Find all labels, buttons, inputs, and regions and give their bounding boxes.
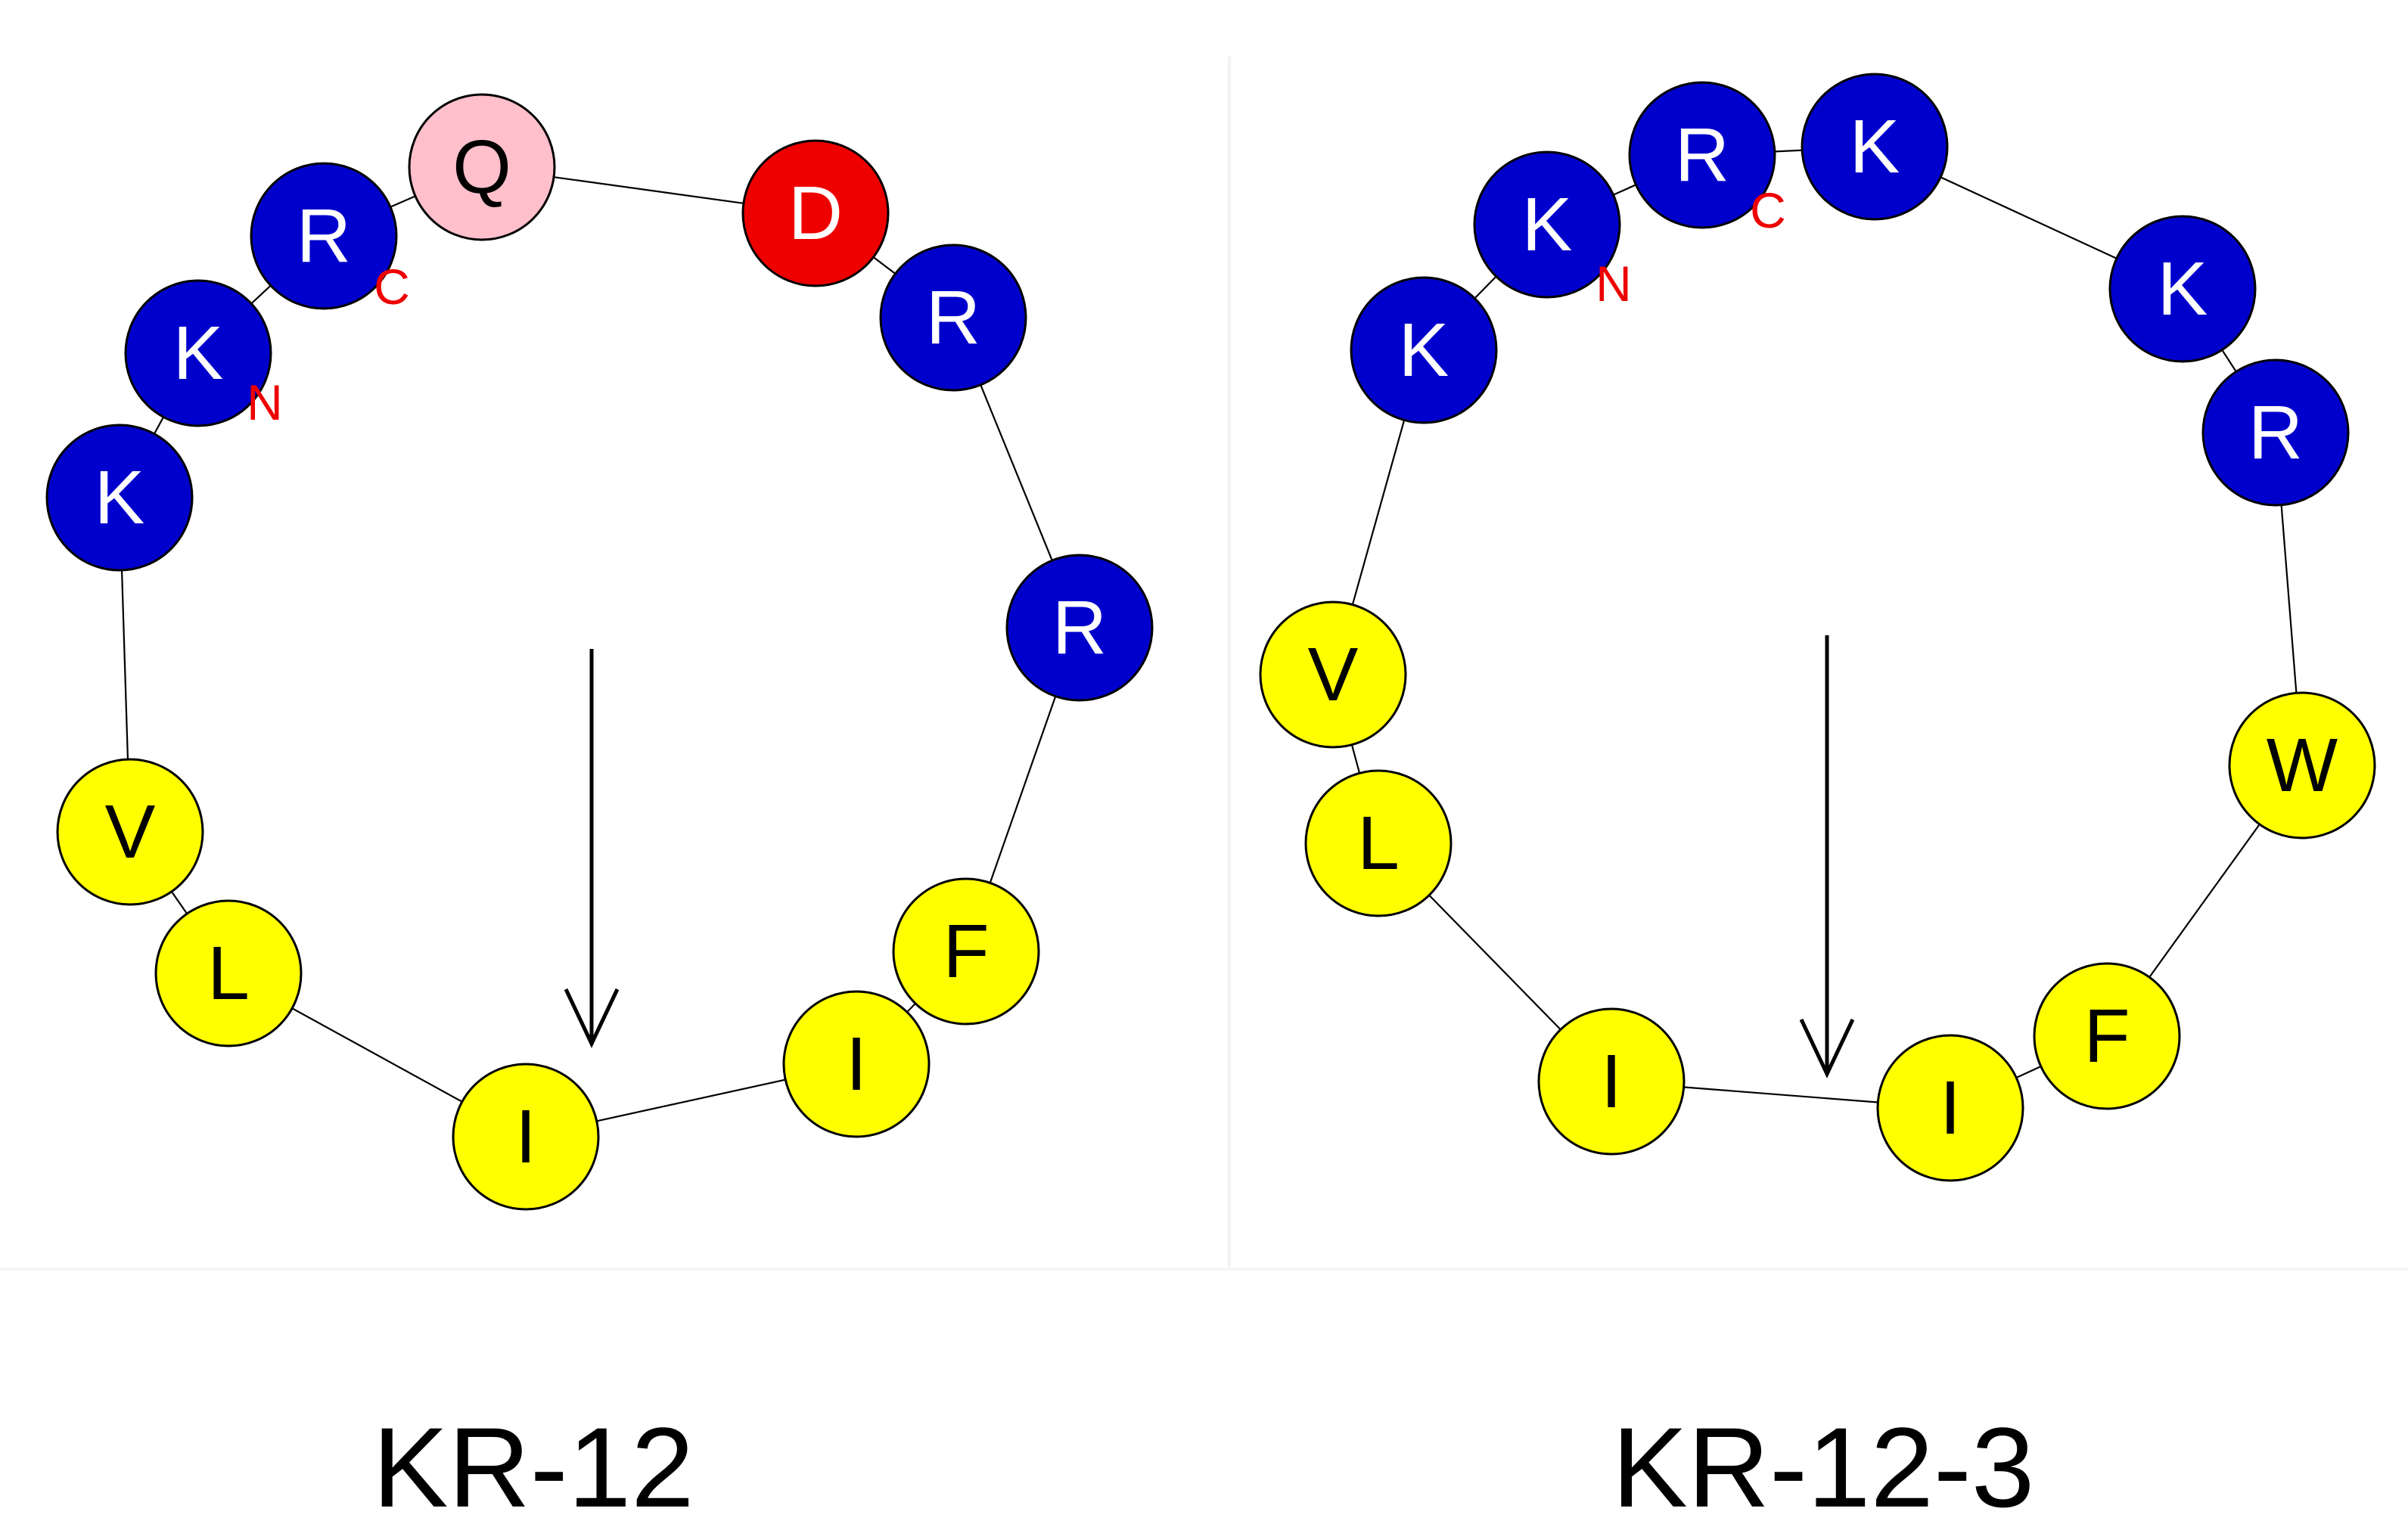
- residue-circle: [250, 162, 398, 310]
- residue-letter: W: [2267, 723, 2338, 808]
- residue-circle: [1304, 769, 1453, 917]
- residue-circle: [782, 990, 931, 1138]
- residue-node: L: [154, 899, 303, 1047]
- residue-letter: D: [788, 171, 843, 256]
- residue-letter: F: [943, 909, 989, 994]
- residue-letter: L: [1357, 801, 1400, 886]
- residue-letter: K: [1850, 104, 1900, 189]
- residue-node: Q: [408, 93, 556, 241]
- residue-letter: R: [2248, 390, 2303, 475]
- residue-letter: L: [207, 931, 250, 1016]
- residue-circle: [879, 244, 1027, 392]
- residue-letter: Q: [452, 125, 511, 209]
- residue-node: K: [1801, 73, 1949, 221]
- residue-node: K: [2108, 215, 2257, 363]
- residue-circle: [56, 758, 204, 906]
- residue-circle: [2201, 358, 2350, 507]
- residue-node: K: [124, 279, 272, 427]
- residue-letter: K: [1399, 308, 1449, 393]
- residue-circle: [45, 424, 194, 572]
- residue-letter: R: [1052, 585, 1107, 670]
- residue-letter: I: [1601, 1039, 1622, 1124]
- c-terminus-marker: C: [1750, 182, 1786, 238]
- residue-circle: [741, 139, 890, 287]
- residue-node: I: [782, 990, 931, 1138]
- residue-letter: R: [1675, 113, 1729, 197]
- residue-circle: [154, 899, 303, 1047]
- residue-circle: [1876, 1034, 2024, 1182]
- residue-circle: [1005, 554, 1154, 702]
- residue-circle: [1350, 276, 1498, 424]
- residue-node: R: [2201, 358, 2350, 507]
- residue-node: K: [1473, 151, 1621, 299]
- residue-node: K: [1350, 276, 1498, 424]
- residue-circle: [1628, 81, 1776, 229]
- wheel-label-kr12: KR-12: [372, 1404, 694, 1531]
- residue-letter: K: [1522, 182, 1573, 267]
- residue-letter: I: [846, 1022, 867, 1106]
- residue-letter: K: [173, 311, 224, 396]
- residue-circle: [408, 93, 556, 241]
- c-terminus-marker: C: [374, 259, 410, 315]
- residue-circle: [2108, 215, 2257, 363]
- residue-node: R: [879, 244, 1027, 392]
- hydrophobic-moment-arrow: [564, 649, 620, 1048]
- residue-circle: [892, 877, 1040, 1026]
- residue-letter: R: [297, 194, 351, 278]
- residue-circle: [452, 1063, 600, 1211]
- residue-node: R: [1628, 81, 1776, 229]
- residue-circle: [1473, 151, 1621, 299]
- residue-letter: I: [1940, 1066, 1961, 1150]
- residue-node: L: [1304, 769, 1453, 917]
- residue-node: V: [1259, 600, 1407, 749]
- residue-circle: [1259, 600, 1407, 749]
- residue-circle: [2033, 962, 2181, 1110]
- residue-node: K: [45, 424, 194, 572]
- residue-circle: [1801, 73, 1949, 221]
- n-terminus-marker: N: [1595, 256, 1632, 312]
- residue-circle: [1537, 1007, 1686, 1156]
- residue-node: R: [250, 162, 398, 310]
- residue-node: I: [1876, 1034, 2024, 1182]
- residue-node: R: [1005, 554, 1154, 702]
- residue-letter: K: [95, 455, 145, 540]
- residue-letter: V: [1308, 632, 1359, 717]
- residue-letter: R: [926, 275, 980, 360]
- residue-node: I: [452, 1063, 600, 1211]
- hydrophobic-moment-arrow: [1799, 635, 1855, 1078]
- n-terminus-marker: N: [247, 374, 283, 430]
- residue-node: F: [2033, 962, 2181, 1110]
- residue-letter: K: [2158, 247, 2208, 331]
- residue-circle: [2228, 691, 2376, 839]
- residue-node: V: [56, 758, 204, 906]
- residue-node: D: [741, 139, 890, 287]
- residue-node: I: [1537, 1007, 1686, 1156]
- residue-node: W: [2228, 691, 2376, 839]
- residue-letter: V: [105, 790, 156, 874]
- residue-circle: [124, 279, 272, 427]
- residue-node: F: [892, 877, 1040, 1026]
- residue-letter: I: [515, 1094, 536, 1179]
- residue-letter: F: [2083, 994, 2130, 1078]
- wheel-label-kr12-3: KR-12-3: [1611, 1404, 2035, 1531]
